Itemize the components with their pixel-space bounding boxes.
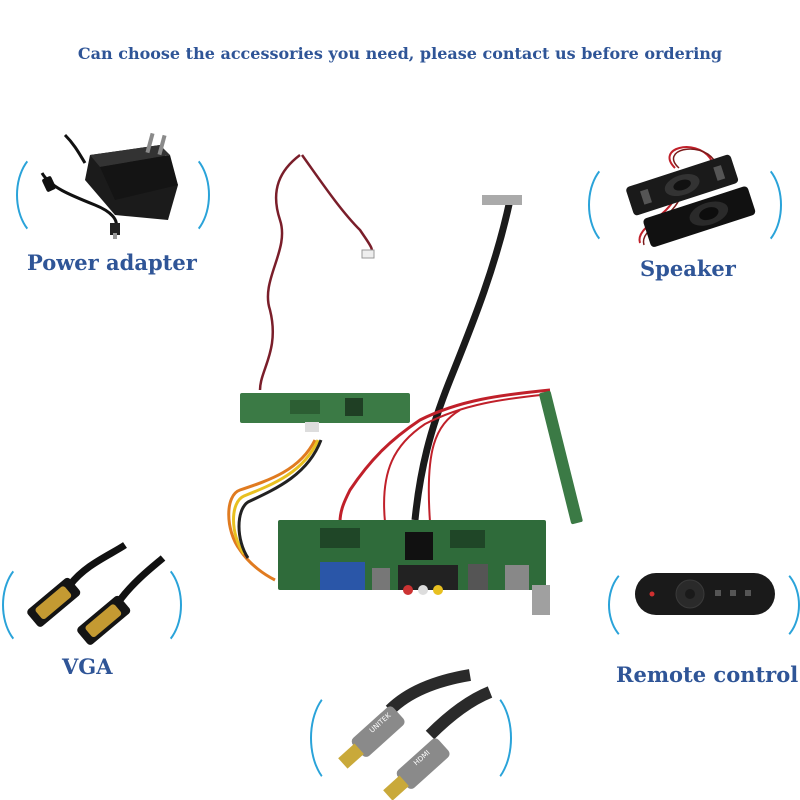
remote-right-bracket	[740, 565, 800, 645]
headline: Can choose the accessories you need, ple…	[77, 44, 723, 63]
hdmi-cable-image: UNITEK HDMI	[338, 669, 493, 800]
power-adapter-left-bracket	[16, 150, 76, 240]
lvds-cable	[411, 199, 514, 521]
hdmi-left-bracket	[310, 688, 370, 788]
power-adapter-label: Power adapter	[27, 250, 197, 275]
inverter-board	[240, 393, 410, 423]
inverter-wire	[258, 154, 301, 391]
speaker-left-bracket	[588, 160, 648, 250]
power-adapter-right-bracket	[150, 150, 210, 240]
hdmi-right-bracket	[452, 688, 512, 788]
power-adapter-image	[40, 132, 178, 239]
red-wire-bundle	[338, 388, 551, 523]
vga-left-bracket	[2, 560, 62, 650]
speaker-right-bracket	[722, 160, 782, 250]
speaker-label: Speaker	[640, 256, 736, 281]
remote-control-image	[635, 573, 775, 615]
remote-left-bracket	[608, 565, 668, 645]
vga-right-bracket	[122, 560, 182, 650]
key-board	[539, 390, 583, 525]
speaker-image	[626, 146, 756, 247]
driver-board-image	[227, 154, 583, 615]
remote-control-label: Remote control	[616, 662, 799, 687]
vga-label: VGA	[62, 654, 113, 679]
vga-cable-image	[27, 542, 166, 645]
